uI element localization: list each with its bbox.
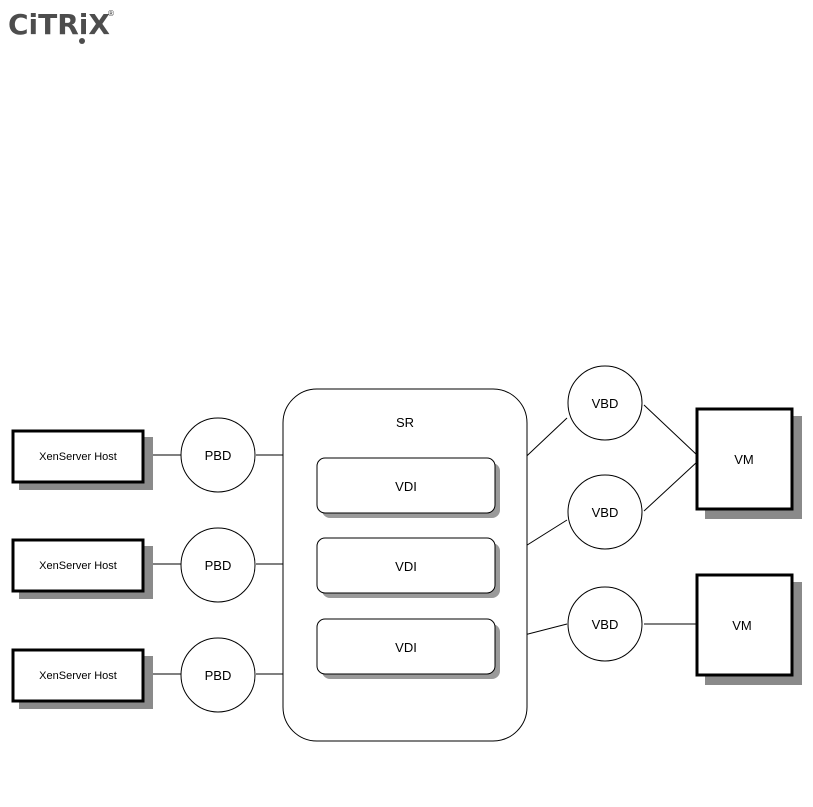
host-label: XenServer Host <box>39 670 117 682</box>
xenserver-host-box: XenServer Host <box>11 429 153 490</box>
pbd-label: PBD <box>205 448 232 463</box>
vm-box: VM <box>695 573 802 685</box>
vdi-box: VDI <box>316 618 500 679</box>
host-label: XenServer Host <box>39 560 117 572</box>
vbd-label: VBD <box>592 617 619 632</box>
vbd-label: VBD <box>592 505 619 520</box>
registered-mark: ® <box>107 9 115 18</box>
pbd-circle: PBD <box>180 417 256 493</box>
vbd-vm-connector <box>643 461 698 512</box>
xenserver-host-box: XenServer Host <box>11 538 153 599</box>
vbd-circle: VBD <box>567 474 643 550</box>
citrix-logo: CiTRiX ® <box>6 2 116 51</box>
host-label: XenServer Host <box>39 451 117 463</box>
logo-dot <box>79 38 85 44</box>
citrix-logo-text: CiTRiX <box>8 8 110 41</box>
vdi-box: VDI <box>316 457 500 518</box>
pbd-circle: PBD <box>180 527 256 603</box>
vdi-label: VDI <box>395 479 417 494</box>
vbd-circle: VBD <box>567 586 643 662</box>
vdi-label: VDI <box>395 640 417 655</box>
vm-box: VM <box>695 407 802 519</box>
sr-label: SR <box>396 415 414 430</box>
vdi-label: VDI <box>395 559 417 574</box>
xenserver-host-box: XenServer Host <box>11 648 153 709</box>
pbd-label: PBD <box>205 668 232 683</box>
vm-label: VM <box>734 452 754 467</box>
pbd-label: PBD <box>205 558 232 573</box>
vbd-label: VBD <box>592 396 619 411</box>
vm-label: VM <box>732 618 752 633</box>
pbd-circle: PBD <box>180 637 256 713</box>
vbd-vm-connector <box>643 404 698 456</box>
vdi-box: VDI <box>316 537 500 598</box>
vbd-circle: VBD <box>567 365 643 441</box>
